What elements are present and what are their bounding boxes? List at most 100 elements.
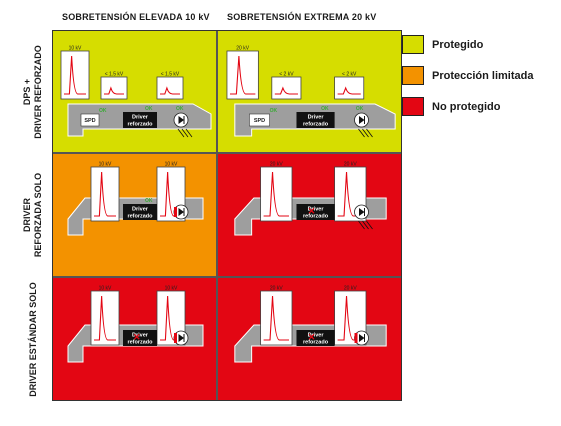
spd-label: SPD (254, 118, 265, 124)
diode-icon (178, 334, 184, 342)
diode-icon (359, 334, 365, 342)
legend-label-protected: Protegido (432, 38, 484, 51)
driver-label-line1: Driver (132, 333, 149, 339)
driver-box (296, 204, 335, 220)
pulse-box (226, 50, 259, 100)
light-ray-icon (366, 220, 373, 230)
driver-label-line2: reforzado (127, 340, 153, 346)
driver-box (296, 112, 335, 128)
pulse-waveform (263, 171, 289, 217)
pulse-label: 20 kV (270, 286, 283, 292)
pulse-box (156, 76, 184, 100)
spd-box (249, 113, 270, 127)
pulse-box (260, 290, 293, 346)
pulse-label: 10 kV (165, 286, 178, 292)
light-ray-icon (366, 128, 373, 138)
driver-label-line1: Driver (308, 207, 325, 213)
row-header-label: DPS + DRIVER REFORZADO (22, 45, 44, 139)
diode-icon (178, 116, 184, 124)
driver-box (123, 204, 157, 220)
light-ray-icon (362, 220, 369, 230)
scenario-illustration: 10 kV< 1.5 kV< 1.5 kVSPDDriverreforzadoO… (60, 46, 212, 138)
row-header-driver-reforzada: DRIVER REFORZADA SOLO (18, 153, 48, 277)
pulse-waveform (337, 295, 363, 341)
scenario-drawing: 10 kV< 1.5 kV< 1.5 kVSPDDriverreforzadoO… (60, 46, 212, 138)
driver-label-line2: reforzado (127, 214, 153, 220)
pulse-group: 20 kV (260, 286, 293, 346)
pulse-label: 20 kV (344, 162, 357, 168)
driver-label-line1: Driver (132, 207, 149, 213)
light-ray-icon (181, 128, 189, 138)
ok-mark-driver: OK (145, 106, 153, 112)
pulse-box (334, 76, 365, 100)
pulse-waveform (337, 171, 363, 217)
pulse-group: 20 kV (260, 162, 293, 222)
ok-mark-spd: OK (270, 108, 278, 114)
legend-label-unprotected: No protegido (432, 100, 501, 113)
legend-swatch-limited (402, 66, 424, 85)
pulse-waveform (94, 295, 116, 341)
pulse-waveform (229, 55, 256, 95)
pulse-group: 20 kV (226, 46, 259, 100)
diode-icon (359, 208, 365, 216)
spd-label: SPD (84, 118, 95, 124)
pulse-label: 20 kV (344, 286, 357, 292)
row-header-driver-estandar: DRIVER ESTÁNDAR SOLO (18, 277, 48, 401)
driver-label-line1: Driver (308, 115, 325, 121)
light-ray-icon (185, 128, 193, 138)
pulse-waveform (274, 86, 298, 95)
column-header-20kv: SOBRETENSIÓN EXTREMA 20 kV (227, 12, 377, 22)
diode-icon (359, 116, 365, 124)
lamp-failed-icon (174, 333, 177, 343)
pulse-waveform (337, 86, 361, 95)
pulse-waveform (160, 171, 182, 217)
row-header-line2: REFORZADA SOLO (33, 172, 44, 258)
legend-swatch-unprotected (402, 97, 424, 116)
pulse-label: < 2 kV (279, 72, 294, 78)
pulse-box (90, 290, 120, 346)
driver-label-line2: reforzado (303, 122, 329, 128)
pulse-waveform (104, 86, 124, 95)
driver-label-line2: reforzado (303, 340, 329, 346)
pulse-label: 10 kV (99, 286, 112, 292)
driver-label-line1: Driver (132, 115, 149, 121)
driver-label-line1: Driver (308, 333, 325, 339)
lamp-failed-icon (354, 333, 358, 343)
pulse-label: 10 kV (99, 162, 112, 168)
pulse-group: < 2 kV (271, 72, 302, 100)
pulse-box (271, 76, 302, 100)
light-ray-icon (177, 128, 185, 138)
driver-label-line2: reforzado (127, 122, 153, 128)
pulse-waveform (160, 86, 180, 95)
pulse-box (100, 76, 128, 100)
light-ray-icon (358, 220, 365, 230)
ok-mark-lamp: OK (176, 106, 184, 112)
driver-failed-icon: ✕ (133, 332, 141, 342)
lamp-failed-icon (174, 207, 177, 217)
legend-item-protected: Protegido (402, 35, 483, 54)
pulse-group: 10 kV (90, 286, 120, 346)
pulse-waveform (263, 295, 289, 341)
legend-item-limited: Protección limitada (402, 66, 533, 85)
pulse-label: < 1.5 kV (161, 72, 180, 78)
row-header-label: DRIVER ESTÁNDAR SOLO (28, 282, 39, 397)
pulse-group: < 1.5 kV (156, 72, 184, 100)
driver-failed-icon: ✕ (308, 332, 316, 342)
row-header-dps-driver: DPS + DRIVER REFORZADO (18, 30, 48, 153)
legend-item-unprotected: No protegido (402, 97, 500, 116)
pulse-group: 10 kV (90, 162, 120, 222)
pulse-box (60, 50, 90, 100)
